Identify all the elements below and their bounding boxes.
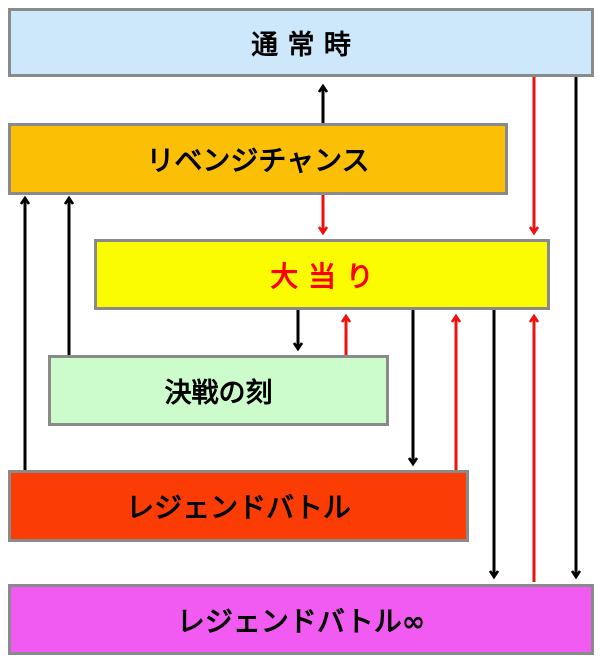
node-jackpot-label: 大 当 り xyxy=(270,259,374,293)
node-revenge-chance: リベンジチャンス xyxy=(8,123,508,195)
node-legend-battle-label: レジェンドバトル xyxy=(126,491,351,524)
node-legend-battle: レジェンドバトル xyxy=(8,470,469,542)
node-decisive-moment: 決戦の刻 xyxy=(48,355,389,426)
node-decisive-moment-label: 決戦の刻 xyxy=(164,378,273,409)
node-revenge-chance-label: リベンジチャンス xyxy=(146,144,370,177)
node-normal-label: 通 常 時 xyxy=(251,30,351,61)
node-normal: 通 常 時 xyxy=(8,8,594,77)
node-legend-battle-infinity-label: レジェンドバトル∞ xyxy=(176,604,426,638)
node-jackpot: 大 当 り xyxy=(94,239,550,310)
node-legend-battle-infinity: レジェンドバトル∞ xyxy=(8,584,594,655)
